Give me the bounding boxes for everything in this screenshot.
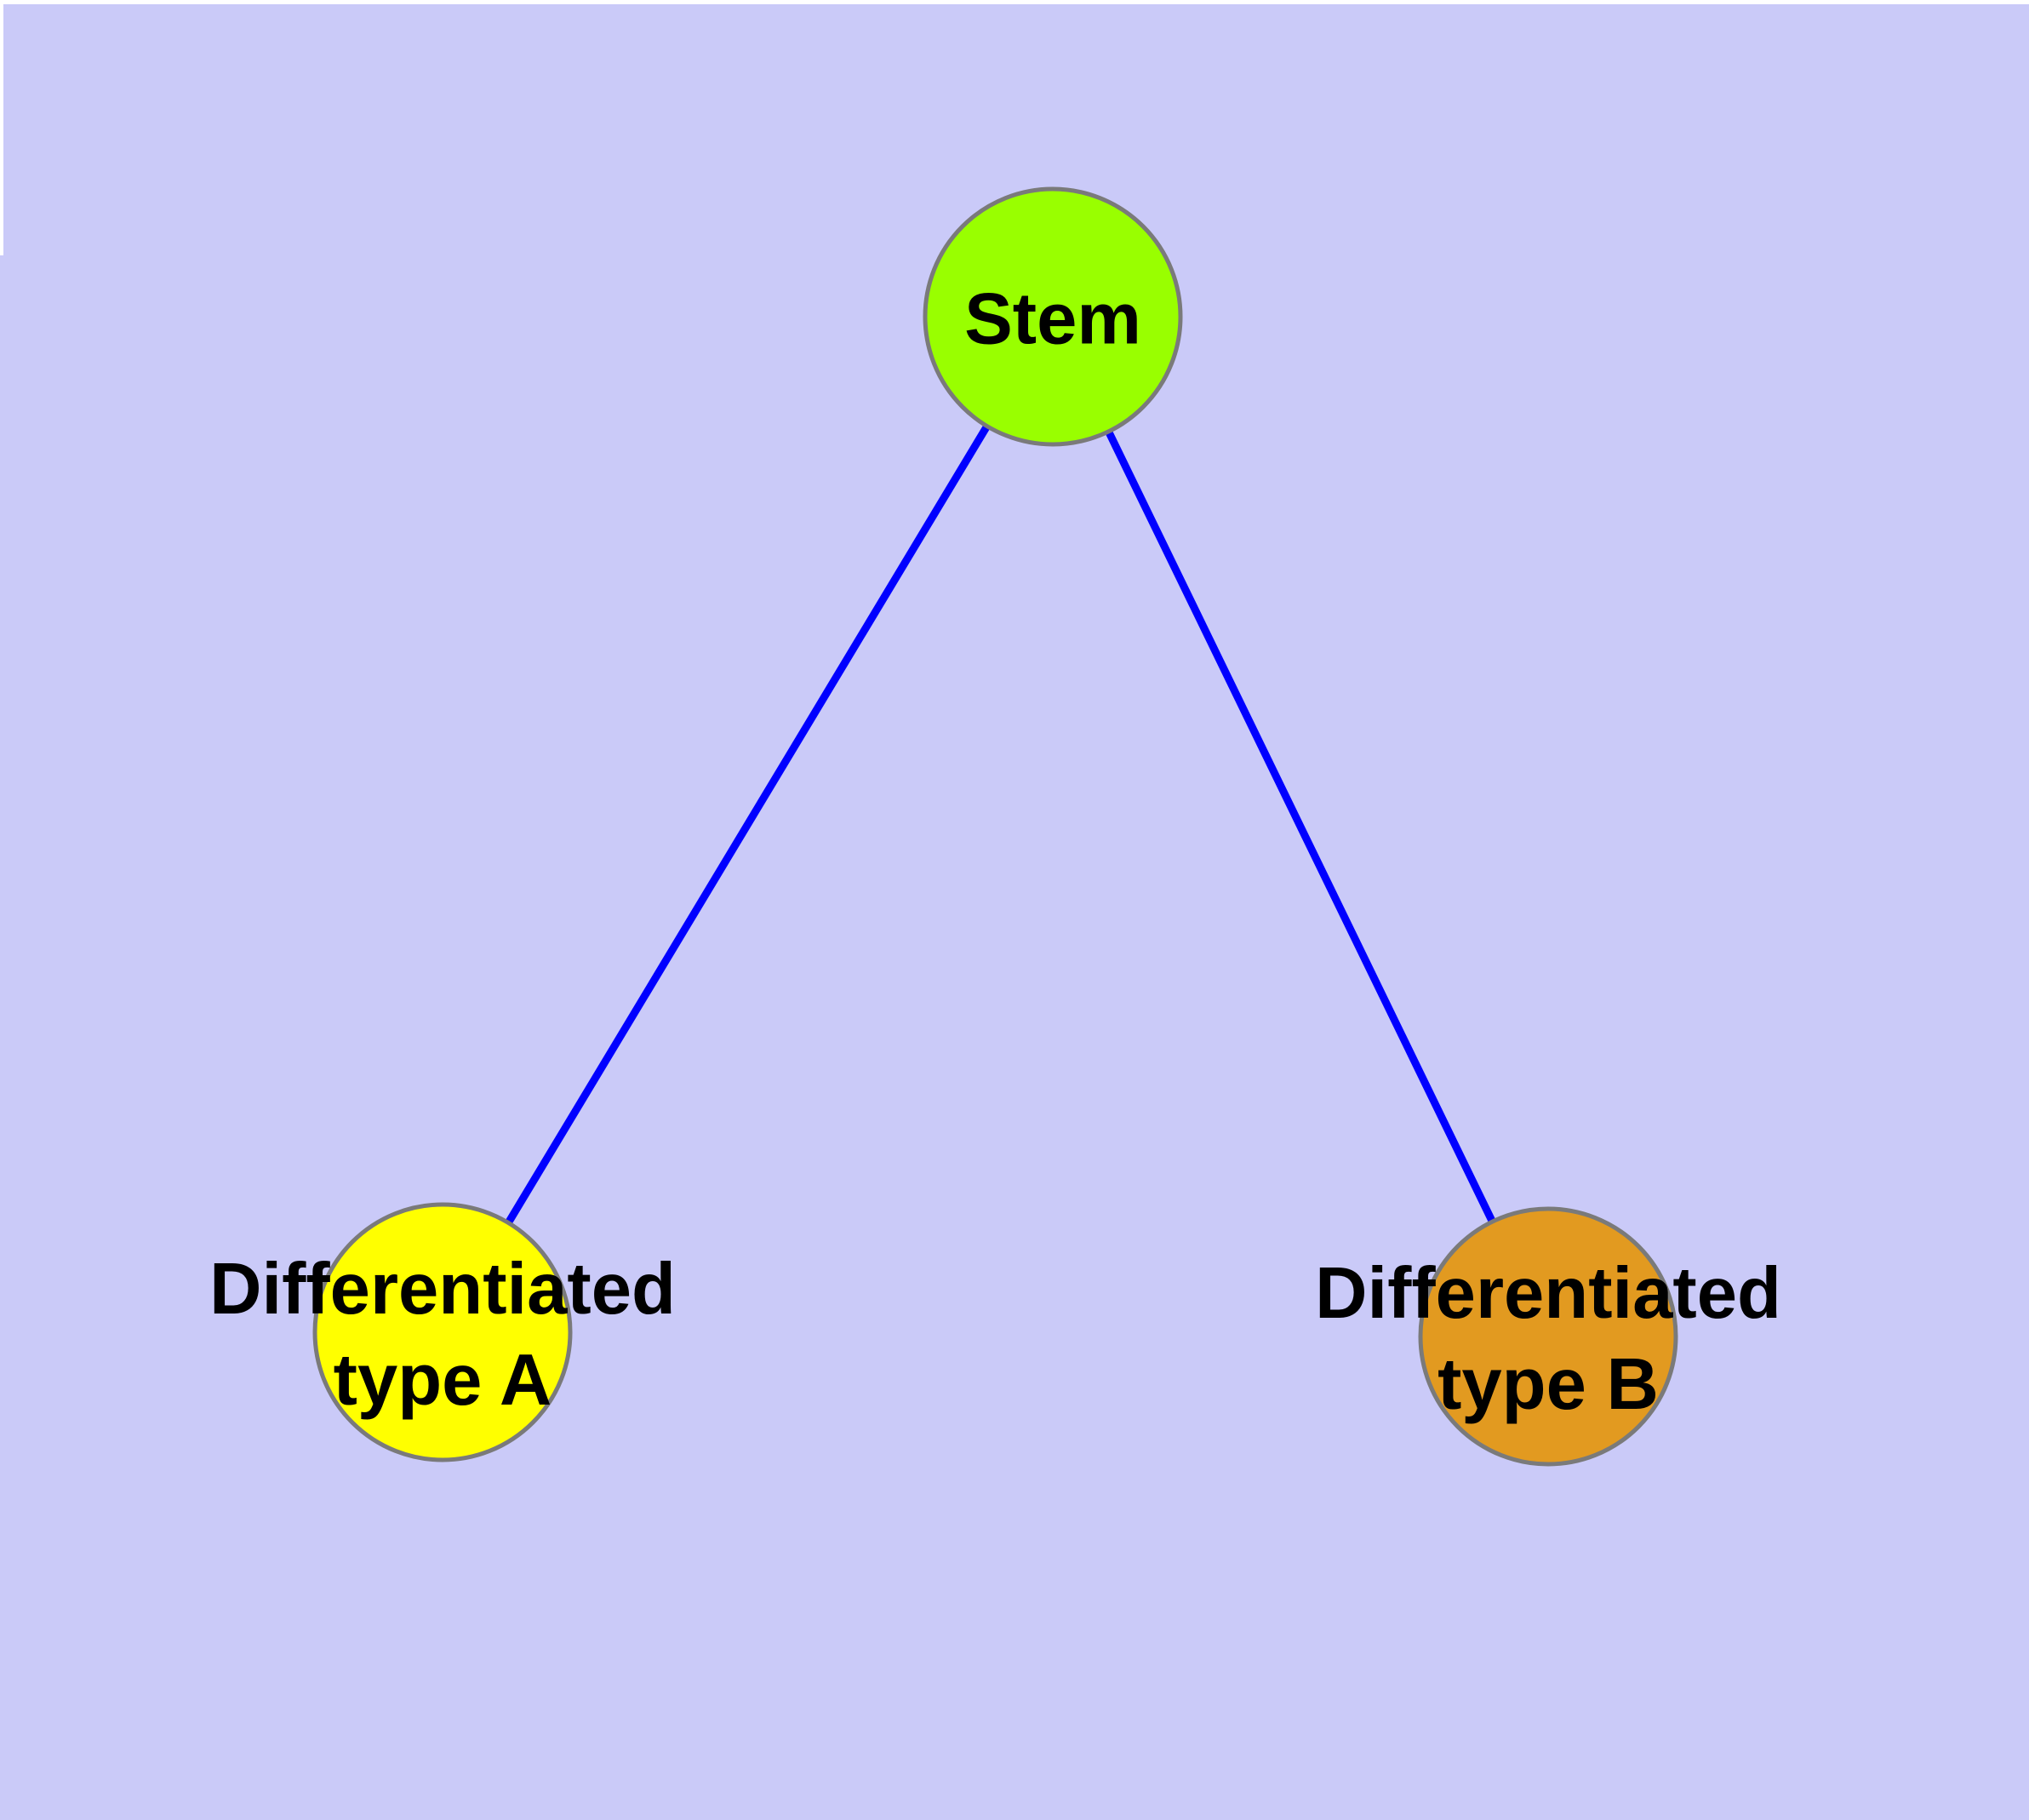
edge-stem-to-type-b: [1049, 315, 1552, 1338]
node-stem: [923, 186, 1183, 447]
node-label-differentiated-type-a: Differentiated type A: [209, 1244, 676, 1426]
edge-stem-to-type-a: [439, 314, 1056, 1335]
label-line-1: Differentiated: [1315, 1253, 1781, 1334]
label-line-1: Differentiated: [209, 1249, 676, 1330]
label-line-2: type B: [1437, 1344, 1659, 1425]
node-differentiated-type-b: [1418, 1206, 1678, 1467]
label-line-2: type A: [333, 1340, 552, 1421]
node-label-stem: Stem: [964, 278, 1141, 360]
top-white-margin: [0, 0, 2029, 4]
node-label-differentiated-type-b: Differentiated type B: [1315, 1248, 1781, 1430]
node-differentiated-type-a: [312, 1202, 573, 1462]
left-white-margin: [0, 0, 3, 255]
